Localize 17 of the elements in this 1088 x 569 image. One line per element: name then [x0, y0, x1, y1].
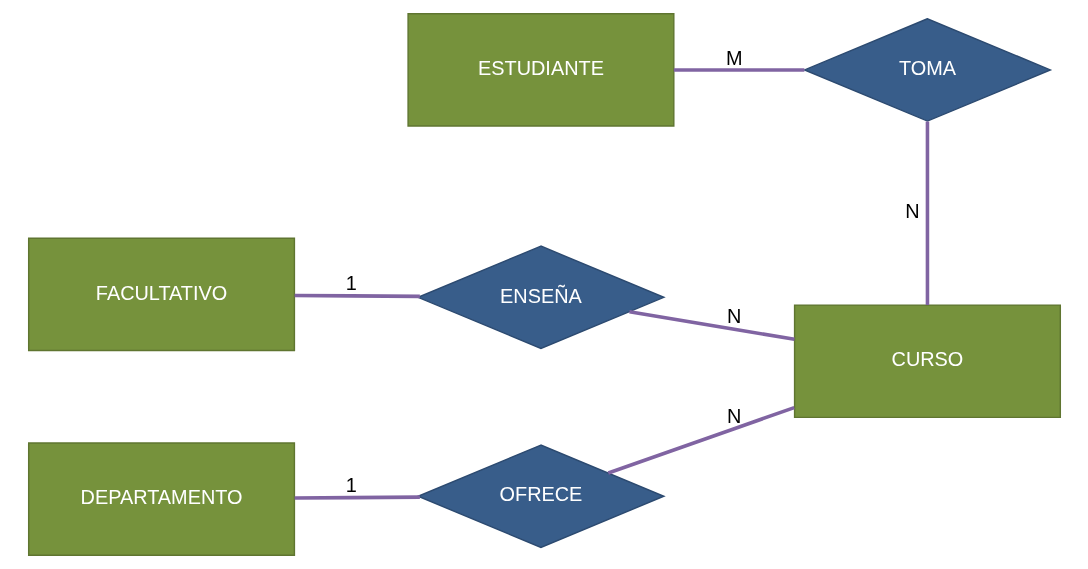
- connector: [607, 405, 795, 475]
- node-box: DEPARTAMENTO: [27, 442, 295, 556]
- node-box: CURSO: [793, 304, 1061, 419]
- edge-label: N: [726, 404, 741, 427]
- edge-label: N: [904, 200, 920, 223]
- connector: [294, 495, 420, 500]
- connector: [673, 68, 804, 72]
- edge-label: 1: [345, 474, 357, 497]
- edge-label: 1: [345, 272, 357, 295]
- edge-label: N: [726, 305, 741, 328]
- node-diamond: TOMA: [802, 18, 1052, 122]
- connector: [294, 293, 420, 299]
- node-box: ESTUDIANTE: [406, 13, 674, 127]
- connector: [925, 121, 929, 306]
- edge-label: M: [725, 46, 742, 69]
- node-box: FACULTATIVO: [27, 237, 295, 352]
- connector: [628, 310, 795, 342]
